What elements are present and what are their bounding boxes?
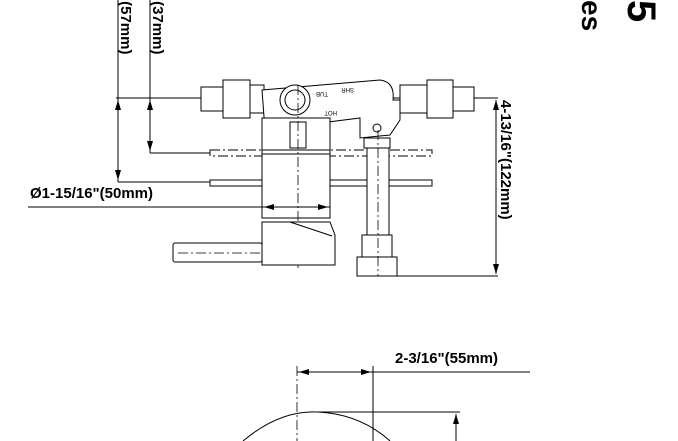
label-hot: HOT: [324, 109, 337, 115]
spout-outlet: [356, 256, 398, 277]
spout-nut: [361, 234, 393, 258]
dim-55mm-label: 2-3/16"(55mm): [395, 350, 498, 367]
title-number: 5: [619, 0, 663, 22]
label-shower: SHR: [341, 86, 354, 92]
dim-37mm-label: "(37mm): [149, 0, 166, 54]
left-union: [200, 79, 265, 119]
lever-housing: [261, 221, 336, 266]
spout-collar: [363, 137, 391, 149]
right-union: [399, 79, 475, 119]
label-tub: TUB: [316, 90, 328, 96]
dim-122mm-label: 4-13/16"(122mm): [497, 100, 514, 220]
lever-handle: [172, 242, 263, 263]
lever-bevel: [289, 221, 333, 237]
dim-diameter-label: Ø1-15/16"(50mm): [30, 185, 153, 202]
title-letters: es: [576, 0, 607, 31]
cartridge-plate-cut: [261, 149, 331, 155]
dim-57mm-label: "(57mm): [117, 0, 134, 54]
trim-plate-arc: [242, 411, 391, 441]
